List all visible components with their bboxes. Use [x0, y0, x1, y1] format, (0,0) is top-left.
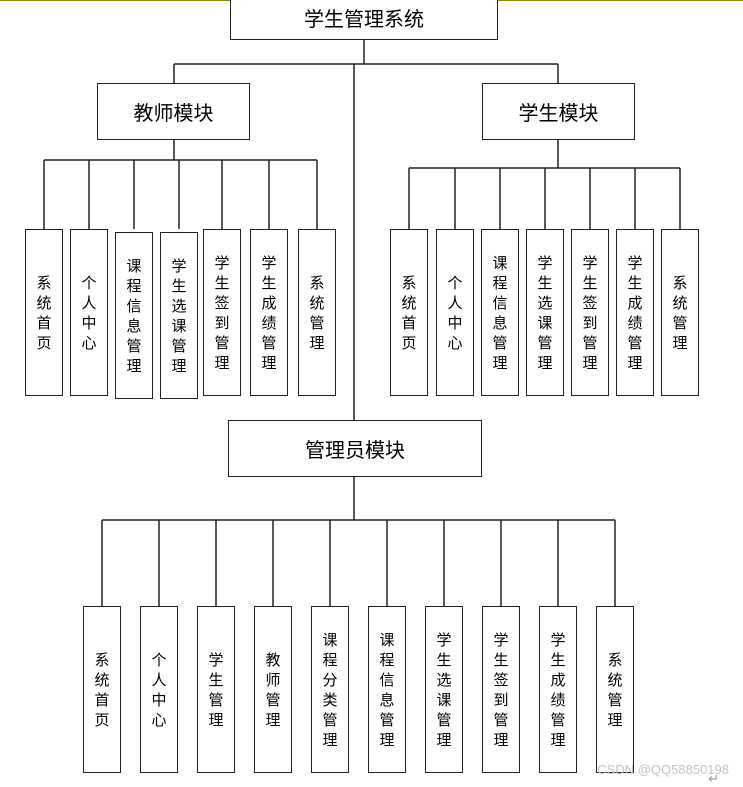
admin-leaf-label: 系统首页	[94, 650, 110, 729]
teacher-module-label: 教师模块	[133, 101, 214, 125]
admin-leaf-label: 教师管理	[265, 650, 281, 729]
teacher-leaf: 学生成绩管理	[250, 229, 288, 396]
admin-leaf: 系统管理	[596, 606, 634, 773]
admin-leaf-label: 课程分类管理	[322, 630, 338, 749]
teacher-leaf: 课程信息管理	[115, 232, 153, 399]
admin-leaf: 学生选课管理	[425, 606, 463, 773]
student-module-node: 学生模块	[482, 83, 635, 140]
teacher-leaf-label: 学生签到管理	[214, 253, 230, 372]
student-leaf: 学生选课管理	[526, 229, 564, 396]
teacher-leaf: 学生选课管理	[160, 232, 198, 399]
admin-leaf: 课程信息管理	[368, 606, 406, 773]
admin-module-label: 管理员模块	[305, 438, 405, 462]
admin-leaf: 学生管理	[197, 606, 235, 773]
student-leaf-label: 学生选课管理	[537, 253, 553, 372]
paragraph-mark-icon: ↵	[708, 772, 719, 787]
admin-leaf: 教师管理	[254, 606, 292, 773]
admin-leaf: 学生成绩管理	[539, 606, 577, 773]
admin-leaf-label: 学生成绩管理	[550, 630, 566, 749]
csdn-watermark: CSDN @QQ58850198	[597, 762, 729, 777]
student-leaf-label: 系统首页	[401, 273, 417, 352]
student-leaf-label: 学生成绩管理	[627, 253, 643, 372]
admin-leaf-label: 个人中心	[151, 650, 167, 729]
root-node: 学生管理系统	[230, 0, 498, 40]
admin-leaf: 个人中心	[140, 606, 178, 773]
admin-module-node: 管理员模块	[228, 420, 482, 477]
teacher-leaf: 系统管理	[298, 229, 336, 396]
admin-leaf-label: 课程信息管理	[379, 630, 395, 749]
teacher-leaf-label: 个人中心	[81, 273, 97, 352]
admin-leaf-label: 系统管理	[607, 650, 623, 729]
student-leaf: 课程信息管理	[481, 229, 519, 396]
admin-leaf: 系统首页	[83, 606, 121, 773]
admin-leaf: 学生签到管理	[482, 606, 520, 773]
admin-leaf-label: 学生管理	[208, 650, 224, 729]
student-leaf-label: 学生签到管理	[582, 253, 598, 372]
teacher-leaf-label: 学生成绩管理	[261, 253, 277, 372]
teacher-leaf: 学生签到管理	[203, 229, 241, 396]
root-node-label: 学生管理系统	[304, 7, 424, 31]
admin-leaf: 课程分类管理	[311, 606, 349, 773]
student-leaf-label: 课程信息管理	[492, 253, 508, 372]
admin-leaf-label: 学生签到管理	[493, 630, 509, 749]
student-leaf: 个人中心	[436, 229, 474, 396]
teacher-leaf-label: 系统管理	[309, 273, 325, 352]
teacher-leaf-label: 学生选课管理	[171, 256, 187, 375]
student-leaf: 学生签到管理	[571, 229, 609, 396]
student-leaf: 系统首页	[390, 229, 428, 396]
student-module-label: 学生模块	[518, 101, 599, 125]
teacher-leaf: 系统首页	[25, 229, 63, 396]
teacher-leaf: 个人中心	[70, 229, 108, 396]
teacher-module-node: 教师模块	[97, 83, 250, 140]
student-leaf: 学生成绩管理	[616, 229, 654, 396]
teacher-leaf-label: 课程信息管理	[126, 256, 142, 375]
admin-leaf-label: 学生选课管理	[436, 630, 452, 749]
teacher-leaf-label: 系统首页	[36, 273, 52, 352]
student-leaf-label: 个人中心	[447, 273, 463, 352]
student-leaf-label: 系统管理	[672, 273, 688, 352]
student-leaf: 系统管理	[661, 229, 699, 396]
